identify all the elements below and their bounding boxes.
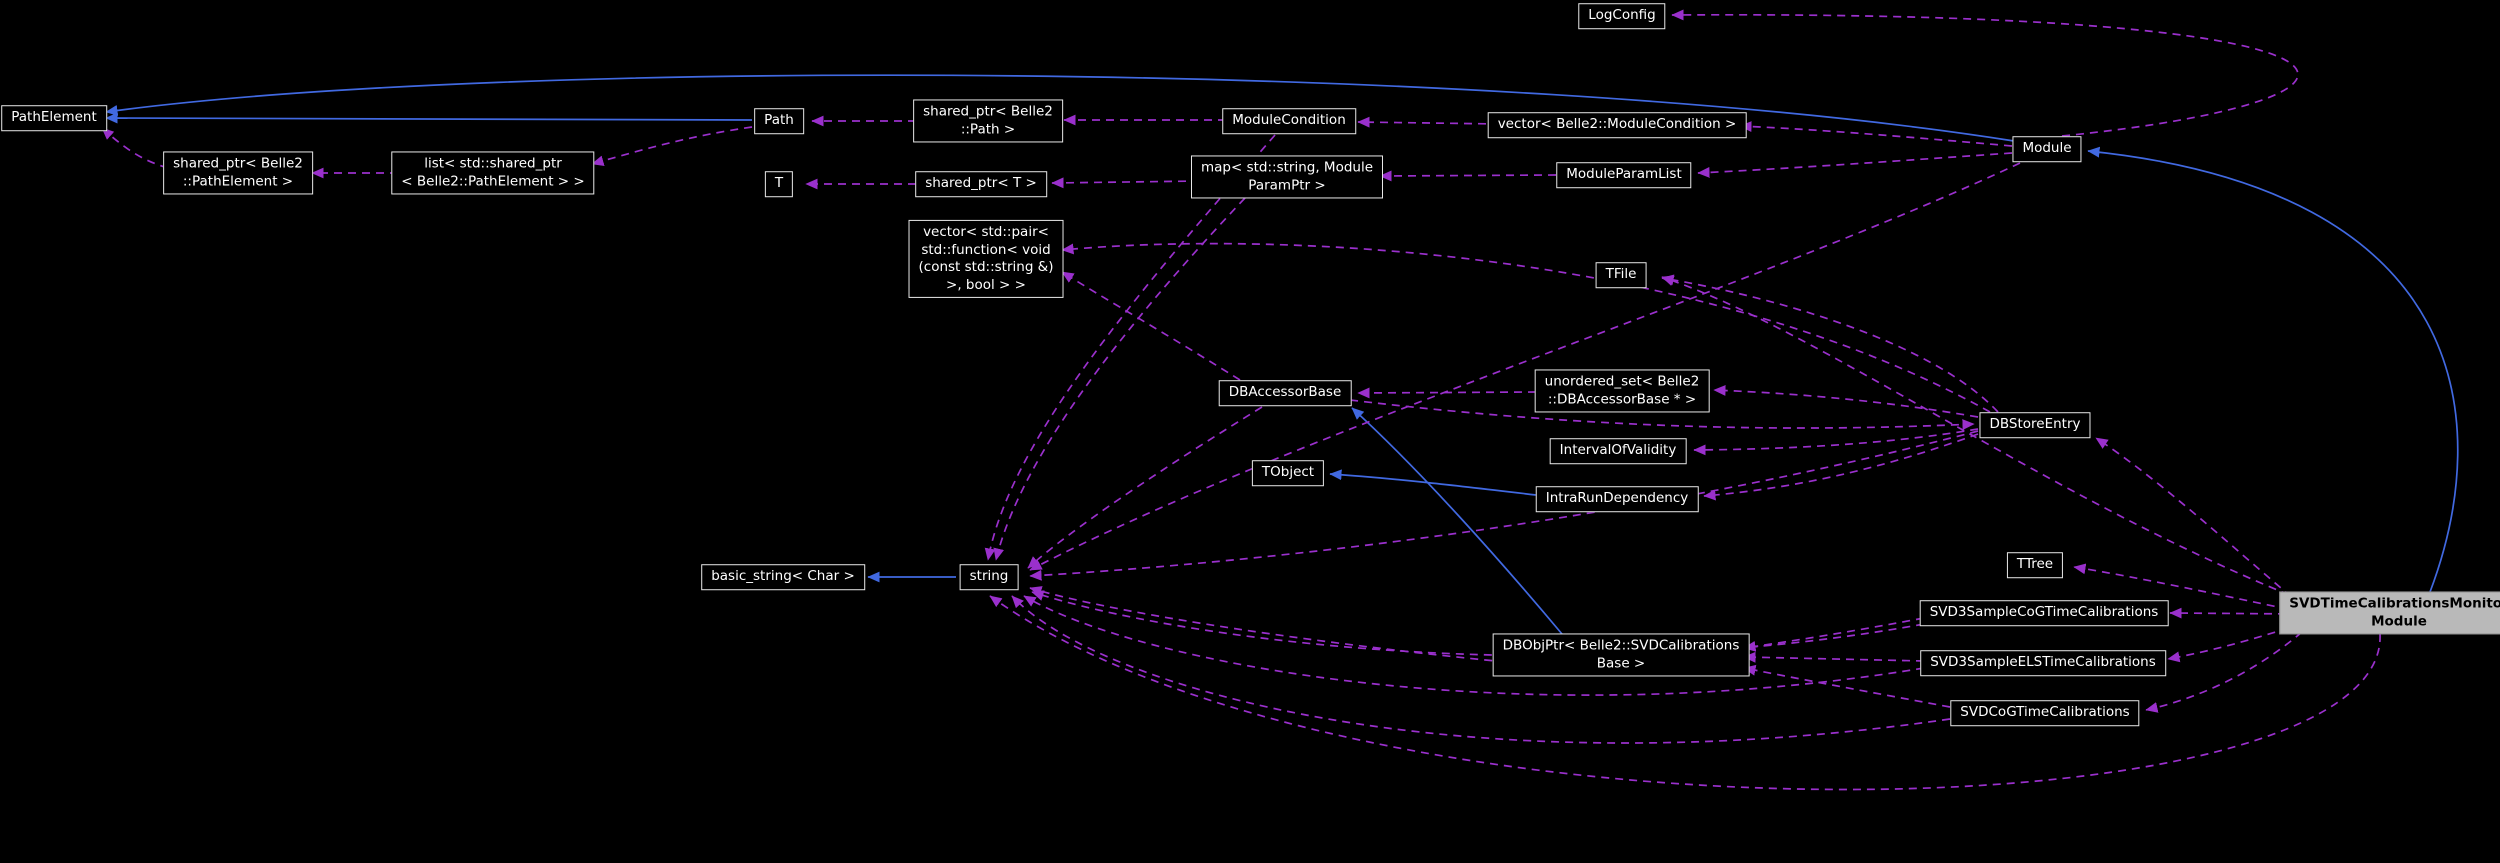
node-dbaccessorbase[interactable]: DBAccessorBase: [1218, 380, 1352, 406]
edge-dbstoreentry-to-string: [1029, 430, 1979, 581]
edge-svd3els-to-dbobjptr: [1743, 651, 1925, 663]
node-t[interactable]: T: [764, 171, 794, 197]
edge-intrarundependency-to-tobject: [1329, 469, 1537, 496]
edge-module-to-pathelement: [105, 74, 2015, 142]
node-dbstoreentry[interactable]: DBStoreEntry: [1979, 412, 2091, 438]
node-list-shared-ptr-pathelement[interactable]: list< std::shared_ptr < Belle2::PathElem…: [391, 151, 595, 195]
node-map-string-moduleparamptr[interactable]: map< std::string, Module ParamPtr >: [1190, 155, 1384, 199]
edge-path-to-pathelement: [105, 112, 753, 124]
node-basic-string-char[interactable]: basic_string< Char >: [701, 564, 865, 590]
node-svdcogtimecalibrations[interactable]: SVDCoGTimeCalibrations: [1950, 700, 2140, 726]
node-svd3sampleelstimecalibrations[interactable]: SVD3SampleELSTimeCalibrations: [1920, 650, 2166, 676]
edge-sharedptr-pathelement-to-pathelement: [101, 127, 169, 169]
edge-dbstoreentry-to-intrarundependency: [1703, 433, 1979, 501]
node-shared-ptr-t[interactable]: shared_ptr< T >: [915, 171, 1047, 197]
node-pathelement[interactable]: PathElement: [1, 105, 107, 131]
node-vector-modulecondition[interactable]: vector< Belle2::ModuleCondition >: [1487, 112, 1747, 138]
edge-module-to-moduleparamlist: [1697, 152, 2013, 178]
node-svd3samplecogtimecalibrations[interactable]: SVD3SampleCoGTimeCalibrations: [1919, 600, 2169, 626]
node-path[interactable]: Path: [754, 108, 804, 134]
edge-moduleparamlist-to-map: [1379, 170, 1557, 182]
node-unordered-set-dbaccessorbase[interactable]: unordered_set< Belle2 ::DBAccessorBase *…: [1534, 369, 1710, 413]
node-tobject[interactable]: TObject: [1251, 460, 1325, 486]
edge-dbaccessorbase-to-dbstoreentry: [1349, 399, 1975, 430]
edge-module-to-vector-mc: [1739, 121, 2013, 147]
edge-svdmonitor-to-tfile: [1661, 275, 2303, 601]
edge-dbobjptr-to-string: [1029, 586, 1507, 663]
edge-path-to-list: [591, 126, 753, 167]
edge-svd3cog-to-string: [1031, 590, 1925, 657]
node-string[interactable]: string: [959, 564, 1019, 590]
edge-dbstoreentry-to-tfile: [1661, 274, 1999, 413]
node-shared-ptr-pathelement[interactable]: shared_ptr< Belle2 ::PathElement >: [163, 151, 313, 195]
node-ttree[interactable]: TTree: [2006, 552, 2064, 578]
node-vector-pair-function[interactable]: vector< std::pair< std::function< void (…: [908, 219, 1064, 299]
node-tfile[interactable]: TFile: [1595, 262, 1647, 288]
edge-svdmonitor-to-svd3cog: [2169, 607, 2301, 619]
node-modulecondition[interactable]: ModuleCondition: [1222, 108, 1356, 134]
edge-svdmonitor-to-dbstoreentry: [2095, 437, 2303, 607]
node-dbobjptr-svdcalibrationsbase[interactable]: DBObjPtr< Belle2::SVDCalibrations Base >: [1492, 633, 1750, 677]
edge-map-to-string: [993, 197, 1246, 561]
edge-dbstoreentry-to-intervalofvalidity: [1693, 428, 1979, 456]
edge-module-to-logconfig: [1671, 9, 2299, 137]
edge-svdmonitor-to-string: [989, 595, 2381, 791]
node-shared-ptr-path[interactable]: shared_ptr< Belle2 ::Path >: [913, 99, 1063, 143]
node-moduleparamlist[interactable]: ModuleParamList: [1556, 162, 1692, 188]
node-intervalofvalidity[interactable]: IntervalOfValidity: [1549, 438, 1687, 464]
edge-svdmonitor-to-svdcog: [2145, 631, 2303, 713]
edge-map-to-sharedptr-t: [1051, 177, 1201, 189]
edge-dbaccessorbase-to-vectorpair: [1061, 271, 1241, 381]
edge-svd3cog-to-dbobjptr: [1743, 617, 1925, 652]
edge-svdmonitor-to-module: [2087, 146, 2459, 593]
edge-dbaccessorbase-to-string: [1027, 406, 1263, 569]
edge-svdmonitor-to-ttree: [2073, 563, 2303, 613]
edge-vector-mc-to-modulecondition: [1357, 116, 1501, 128]
edge-dbstoreentry-to-vectorpair: [1061, 242, 1991, 413]
edge-dbstoreentry-to-unorderedset: [1713, 385, 1979, 418]
edge-svdcog-to-dbobjptr: [1743, 664, 1951, 708]
edge-dbobjptr-to-dbaccessorbase: [1351, 407, 1563, 635]
edge-unorderedset-to-dbaccessorbase: [1357, 387, 1537, 399]
edge-module-to-string: [1029, 162, 2021, 571]
edge-svd3els-to-string: [1023, 595, 1925, 696]
node-module[interactable]: Module: [2012, 136, 2082, 162]
edge-modulecondition-to-string: [984, 134, 1276, 561]
node-intrarundependency[interactable]: IntraRunDependency: [1535, 486, 1699, 512]
edge-svdcog-to-string: [1011, 595, 1951, 744]
node-logconfig[interactable]: LogConfig: [1578, 3, 1666, 29]
node-svdtimecalibrationsmonitormodule[interactable]: SVDTimeCalibrationsMonitor Module: [2279, 591, 2500, 635]
